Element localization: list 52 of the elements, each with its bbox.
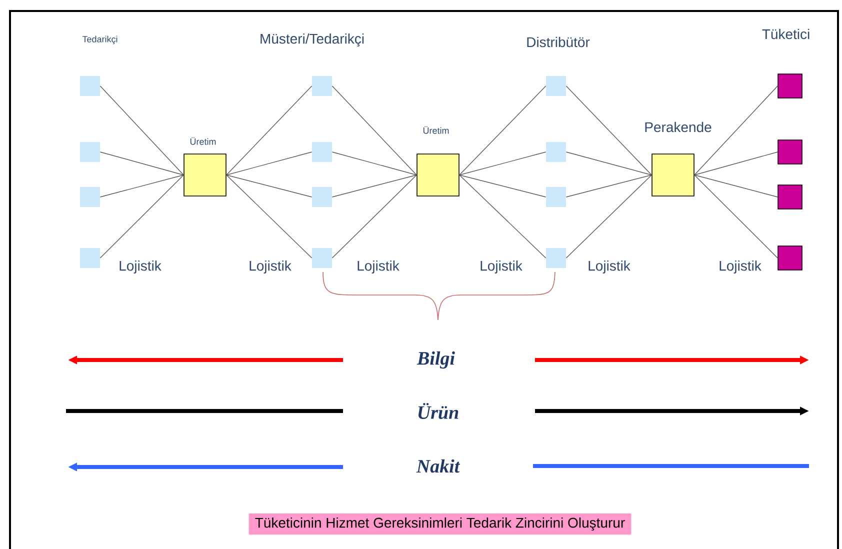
connector-line <box>459 86 546 176</box>
connector-line <box>100 174 184 258</box>
connector-line <box>459 174 546 258</box>
flow-label: Nakit <box>416 459 460 473</box>
connector-line <box>100 174 184 198</box>
stage-box <box>652 154 694 196</box>
connector-line <box>459 174 546 198</box>
stage-box <box>416 154 460 196</box>
connector-line <box>459 152 546 176</box>
supplier-box <box>546 248 566 268</box>
consumer-box <box>778 74 802 98</box>
supplier-box <box>80 76 100 96</box>
consumer-box <box>778 184 802 210</box>
supplier-box <box>80 187 100 207</box>
flow-label: Bilgi <box>416 351 455 369</box>
flow-label: Ürün <box>418 403 458 420</box>
banner-box: Tüketicinin Hizmet Gereksinimleri Tedarik Zincirini Oluşturur <box>248 513 632 535</box>
stage-label: Perakende <box>645 122 712 132</box>
supplier-box <box>546 76 566 96</box>
connector-line <box>226 152 312 176</box>
connector-line <box>566 152 652 176</box>
consumer-box <box>778 140 802 164</box>
stage-label: Üretim <box>190 137 216 145</box>
supplier-box <box>312 76 332 96</box>
supplier-box <box>546 142 566 162</box>
logistics-label: Lojistik <box>588 260 630 274</box>
connector-line <box>332 174 417 198</box>
connector-line <box>226 174 312 258</box>
connector-line <box>694 152 778 176</box>
supplier-box <box>312 142 332 162</box>
connector-line <box>694 86 778 176</box>
supplier-box <box>312 187 332 207</box>
supplier-box <box>80 142 100 162</box>
connector-line <box>226 86 312 176</box>
connector-line <box>566 174 652 258</box>
stage-label: Üretim <box>423 126 449 134</box>
connector-line <box>332 174 417 258</box>
supplier-box <box>80 248 100 268</box>
connector-line <box>694 174 778 258</box>
consumer-box <box>778 246 802 270</box>
stage-box <box>184 154 226 196</box>
connector-line <box>100 86 184 176</box>
connector-line <box>332 86 417 176</box>
connector-line <box>566 86 652 176</box>
supplier-box <box>312 248 332 268</box>
connector-line <box>694 174 778 198</box>
connector-line <box>566 174 652 198</box>
supplier-box <box>546 187 566 207</box>
connector-line <box>226 174 312 198</box>
logistics-label: Lojistik <box>358 260 400 274</box>
connector-line <box>332 152 417 176</box>
connector-line <box>100 152 184 176</box>
